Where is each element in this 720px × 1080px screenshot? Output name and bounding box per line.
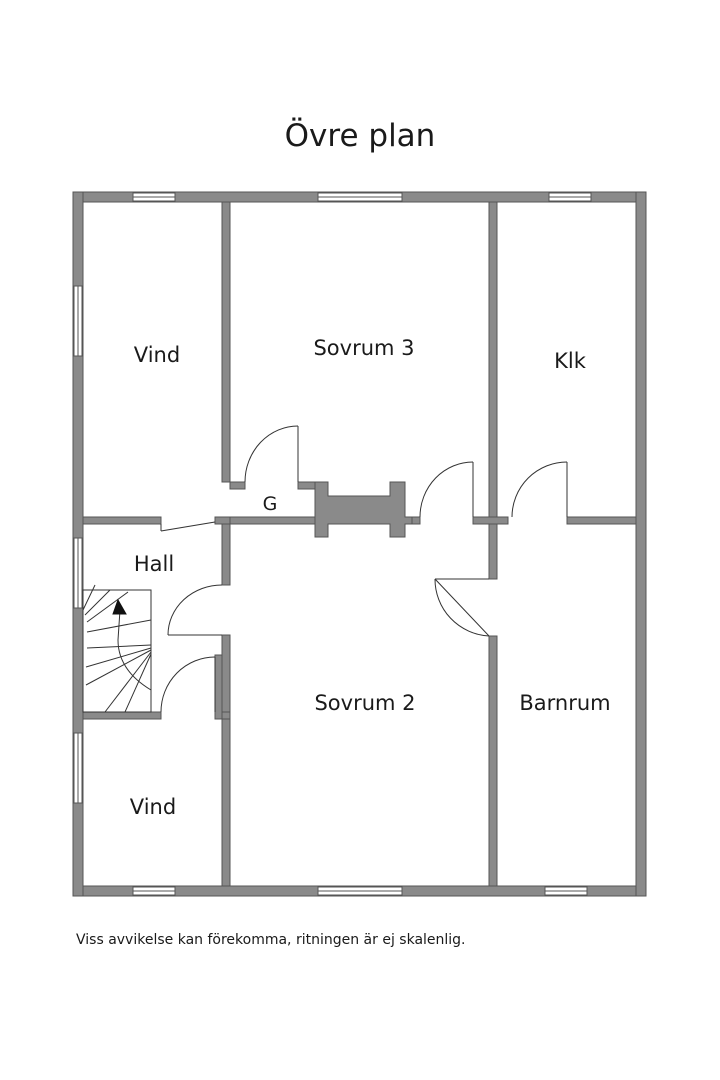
doors [160,425,568,713]
room-label-klk: Klk [554,349,587,373]
wall-g-top [229,481,246,490]
wall-vind-sovrum3 [221,201,231,483]
wall-hall-vind-bottom [82,711,162,720]
wall-g-top-right [297,481,316,490]
room-label-g: G [263,493,278,515]
door [434,578,490,637]
wall-g-bottom [229,516,316,525]
plan-title: Övre plan [284,118,436,154]
wall-vind-hall-right [214,516,231,525]
wall-vind-hall-left [82,516,162,525]
wall-hall-sovrum2-bottom [221,634,231,887]
wall-hall-sovrum2-top [221,519,231,586]
room-label-sovrum2: Sovrum 2 [314,691,415,715]
room-label-barnrum: Barnrum [519,691,610,715]
room-label-vind-top: Vind [134,343,180,367]
chimney [314,481,413,538]
wall-hall-door-stub [214,654,223,720]
outer-wall-right [635,191,647,897]
room-label-vind-bottom: Vind [130,795,176,819]
staircase [82,584,152,713]
walls [72,191,647,897]
wall-sovrum3-sovrum2-right [472,516,509,525]
room-label-sovrum3: Sovrum 3 [313,336,414,360]
stair-direction-arrow [112,598,127,615]
wall-sovrum3-klk [488,201,498,518]
windows [73,192,592,896]
disclaimer-text: Viss avvikelse kan förekomma, ritningen … [76,932,466,948]
room-label-hall: Hall [134,552,174,576]
wall-sovrum2-barnrum-top [488,516,498,580]
wall-sovrum2-barnrum-bottom [488,635,498,887]
wall-klk-barnrum [566,516,637,525]
